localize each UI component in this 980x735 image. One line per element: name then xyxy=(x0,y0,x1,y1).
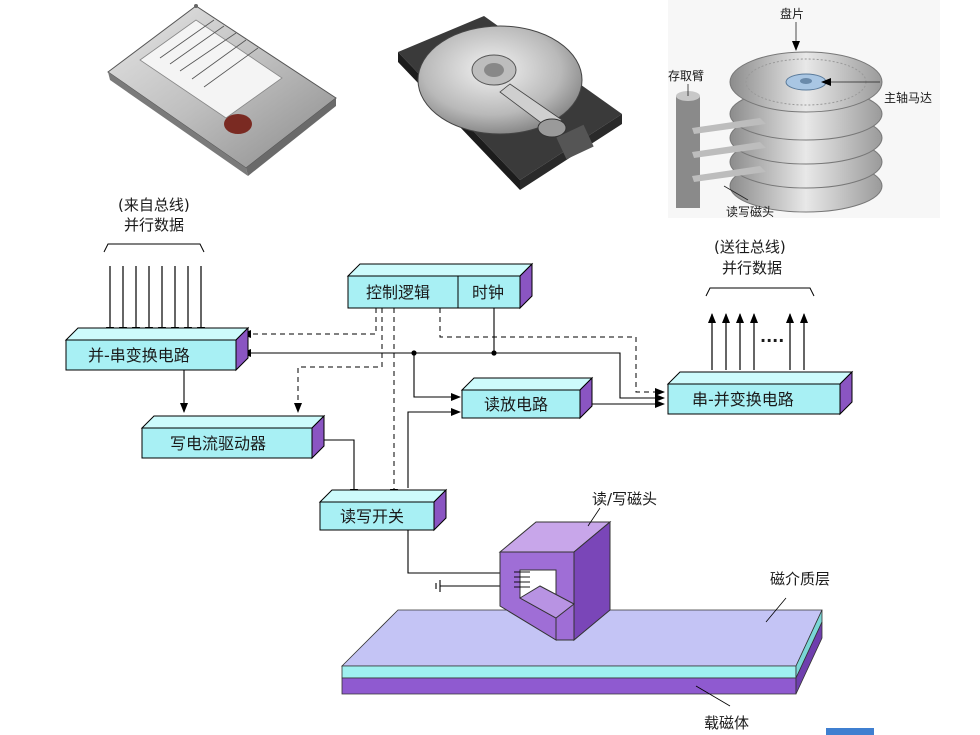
closed-hdd-image xyxy=(107,4,337,176)
control-lines xyxy=(241,308,665,499)
media-head-label: 读/写磁头 xyxy=(592,490,657,508)
bus-in-line1: (来自总线) xyxy=(118,196,190,214)
access-arm xyxy=(676,91,766,208)
junction-dot xyxy=(411,350,417,356)
serial-to-parallel-label: 串-并变换电路 xyxy=(692,390,794,409)
read-amplifier-label: 读放电路 xyxy=(484,395,548,414)
parallel-to-serial-label: 并-串变换电路 xyxy=(88,346,190,365)
serial-to-parallel-block: 串-并变换电路 xyxy=(666,370,854,416)
junction-dot xyxy=(491,350,497,356)
platter-label: 盘片 xyxy=(780,6,804,21)
open-hdd-image xyxy=(398,16,622,190)
bus-out-line1: (送往总线) xyxy=(714,238,786,256)
connection-lines xyxy=(180,306,665,592)
parallel-input-arrows xyxy=(106,266,205,337)
write-driver-label: 写电流驱动器 xyxy=(170,434,266,453)
parallel-output-arrows xyxy=(708,313,808,370)
bus-out-line2: 并行数据 xyxy=(722,259,782,277)
bus-out-brace xyxy=(705,287,815,297)
bus-in-line2: 并行数据 xyxy=(124,216,184,234)
corner-tab xyxy=(826,728,874,735)
write-driver-block: 写电流驱动器 xyxy=(140,414,326,460)
control-logic-label: 控制逻辑 xyxy=(366,283,430,302)
bus-in-brace xyxy=(103,243,205,253)
rw-head-label: 读写磁头 xyxy=(726,204,774,219)
substrate-label: 载磁体 xyxy=(704,714,749,732)
rw-switch-block: 读写开关 xyxy=(318,488,448,532)
read-amplifier-block: 读放电路 xyxy=(460,376,594,420)
rw-switch-label: 读写开关 xyxy=(340,507,404,526)
rw-head xyxy=(498,520,612,642)
access-arm-label: 存取臂 xyxy=(668,69,704,83)
parallel-to-serial-block: 并-串变换电路 xyxy=(64,326,250,372)
magnetic-medium xyxy=(341,609,823,695)
clock-label: 时钟 xyxy=(472,283,504,302)
control-logic-block: 控制逻辑 时钟 xyxy=(346,262,534,310)
platter-stack xyxy=(729,51,883,213)
spindle-motor-label: 主轴马达 xyxy=(884,90,932,105)
magnetic-layer-label: 磁介质层 xyxy=(770,570,830,588)
platter-stack-image: 盘片 存取臂 主轴马达 读写磁头 xyxy=(668,0,940,219)
output-ellipsis: ···· xyxy=(760,331,784,350)
